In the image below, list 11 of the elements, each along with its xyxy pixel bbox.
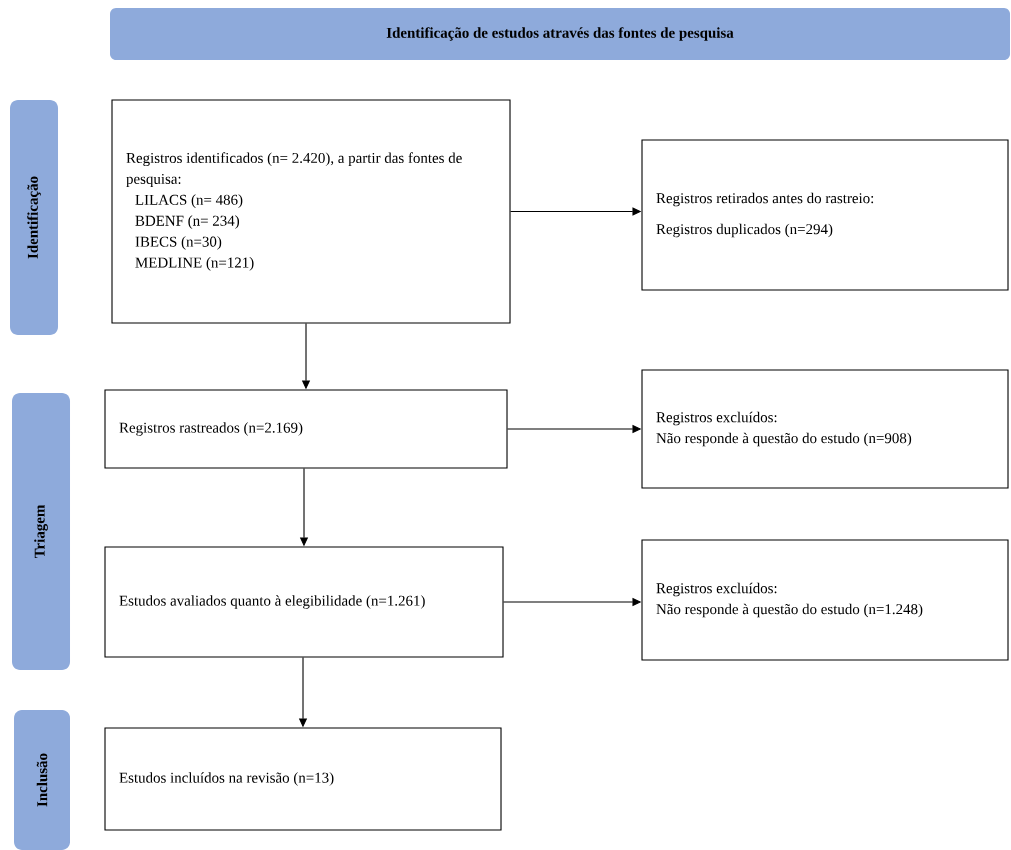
header-band: Identificação de estudos através das fontes de pesquisa bbox=[110, 8, 1010, 60]
process-box: Registros retirados antes do rastreio: Registros duplicados (n=294) bbox=[641, 139, 1009, 291]
process-box: Registros excluídos: Não responde à questão do estudo (n=1.248) bbox=[641, 539, 1009, 661]
stage-band: Inclusão bbox=[14, 710, 70, 850]
process-box: Estudos incluídos na revisão (n=13) bbox=[104, 727, 502, 831]
stage-band: Identificação bbox=[10, 100, 58, 335]
stage-band: Triagem bbox=[12, 393, 70, 670]
process-box: Estudos avaliados quanto à elegibilidade (n=1.261) bbox=[104, 546, 504, 658]
process-box: Registros identificados (n= 2.420), a partir das fontes de pesquisa: LILACS (n= 486) BDENF (n= 234) IBECS (n=30) MEDLINE (n=121) bbox=[111, 99, 511, 324]
process-box: Registros excluídos: Não responde à questão do estudo (n=908) bbox=[641, 369, 1009, 489]
process-box: Registros rastreados (n=2.169) bbox=[104, 389, 508, 469]
